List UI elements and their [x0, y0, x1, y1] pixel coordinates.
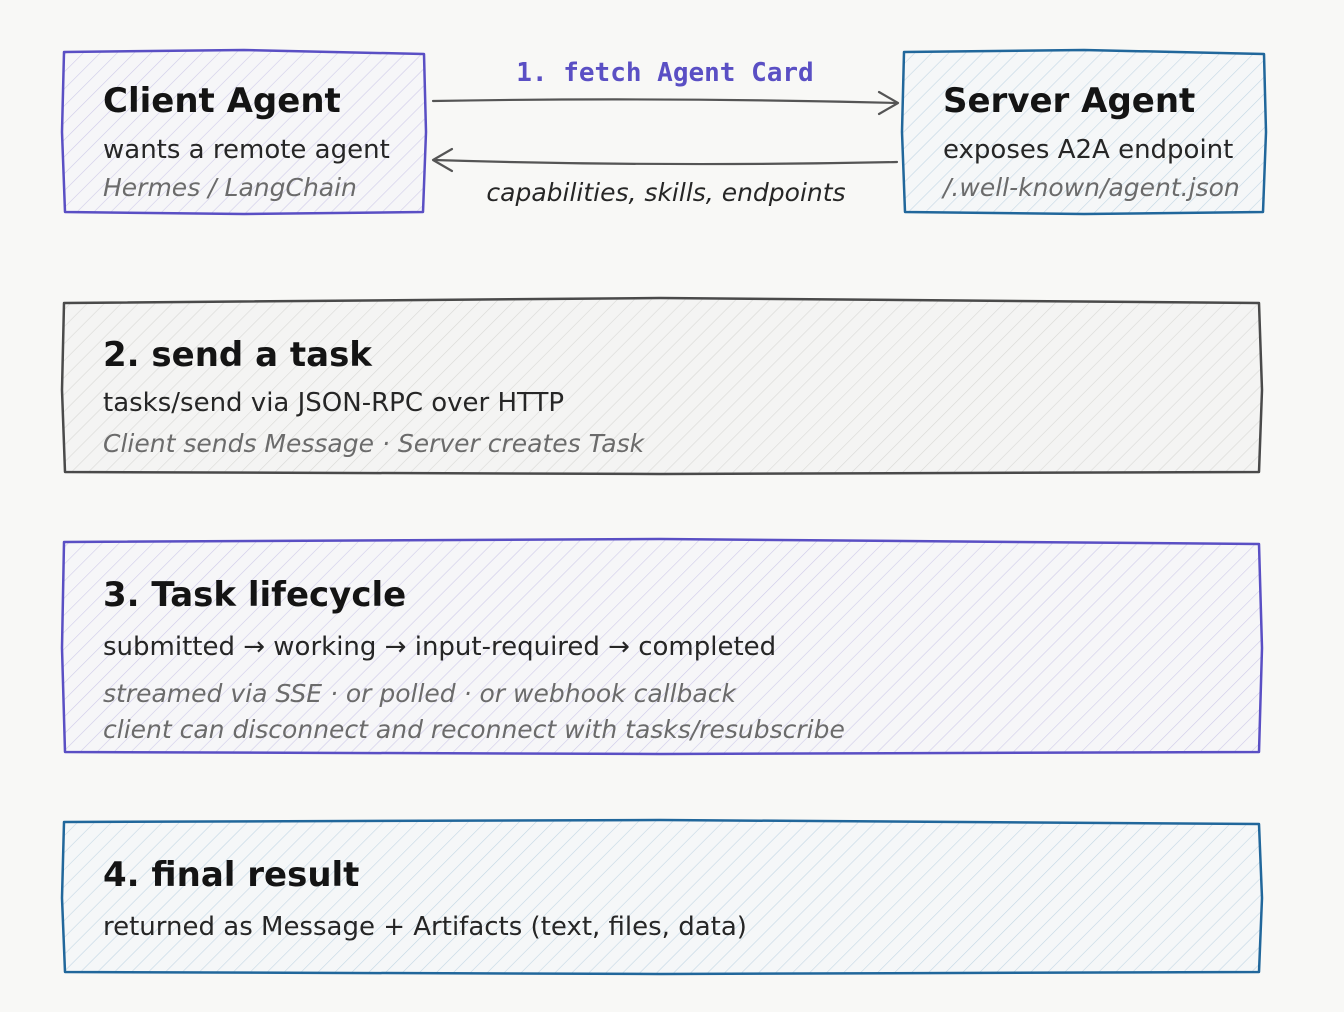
task-lifecycle-note-resubscribe: client can disconnect and reconnect with…	[103, 715, 845, 744]
server-agent-box: Server Agent exposes A2A endpoint /.well…	[900, 48, 1268, 216]
response-arrow-label: capabilities, skills, endpoints	[486, 178, 845, 207]
task-lifecycle-frame	[60, 537, 1264, 756]
final-result-box: 4. final result returned as Message + Ar…	[60, 818, 1264, 976]
final-result-frame	[60, 818, 1264, 976]
final-result-description: returned as Message + Artifacts (text, f…	[103, 912, 747, 942]
send-task-title: 2. send a task	[103, 335, 373, 375]
send-task-description: tasks/send via JSON-RPC over HTTP	[103, 388, 564, 418]
server-agent-frame	[900, 48, 1268, 216]
task-lifecycle-title: 3. Task lifecycle	[103, 575, 406, 615]
send-task-box: 2. send a task tasks/send via JSON-RPC o…	[60, 296, 1264, 476]
task-lifecycle-box: 3. Task lifecycle submitted → working → …	[60, 537, 1264, 756]
send-task-frame	[60, 296, 1264, 476]
fetch-agent-card-arrow: 1. fetch Agent Card	[431, 58, 900, 116]
client-agent-title: Client Agent	[103, 81, 341, 121]
final-result-title: 4. final result	[103, 855, 359, 895]
client-agent-description: wants a remote agent	[103, 135, 390, 165]
client-agent-box: Client Agent wants a remote agent Hermes…	[60, 48, 428, 216]
client-agent-note: Hermes / LangChain	[103, 173, 357, 202]
response-arrow-line	[432, 158, 899, 166]
response-arrow-head	[431, 147, 454, 173]
task-lifecycle-note-streaming: streamed via SSE · or polled · or webhoo…	[103, 679, 737, 708]
request-arrow-line	[431, 98, 899, 105]
send-task-note: Client sends Message · Server creates Ta…	[103, 429, 646, 458]
client-agent-frame	[60, 48, 428, 216]
capabilities-arrow: capabilities, skills, endpoints	[431, 147, 899, 207]
request-arrow-head	[877, 90, 900, 116]
task-lifecycle-states: submitted → working → input-required → c…	[103, 632, 776, 662]
server-agent-description: exposes A2A endpoint	[943, 135, 1233, 165]
request-arrow-label: 1. fetch Agent Card	[516, 58, 813, 88]
server-agent-note: /.well-known/agent.json	[941, 173, 1240, 202]
server-agent-title: Server Agent	[943, 81, 1195, 121]
